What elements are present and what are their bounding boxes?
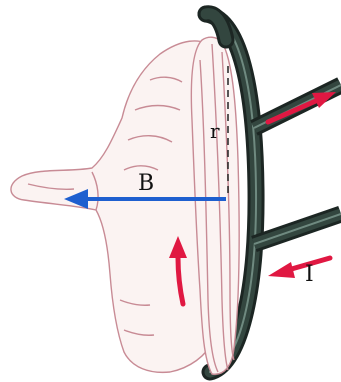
wire-loop-front: [206, 14, 226, 40]
wire-lead-lower: [254, 214, 341, 244]
label-field-B: B: [138, 171, 154, 196]
current-arrow-lower-lead: [268, 258, 330, 278]
label-radius-r: r: [210, 119, 220, 143]
label-current-I: I: [305, 262, 314, 287]
right-hand: [11, 37, 239, 374]
